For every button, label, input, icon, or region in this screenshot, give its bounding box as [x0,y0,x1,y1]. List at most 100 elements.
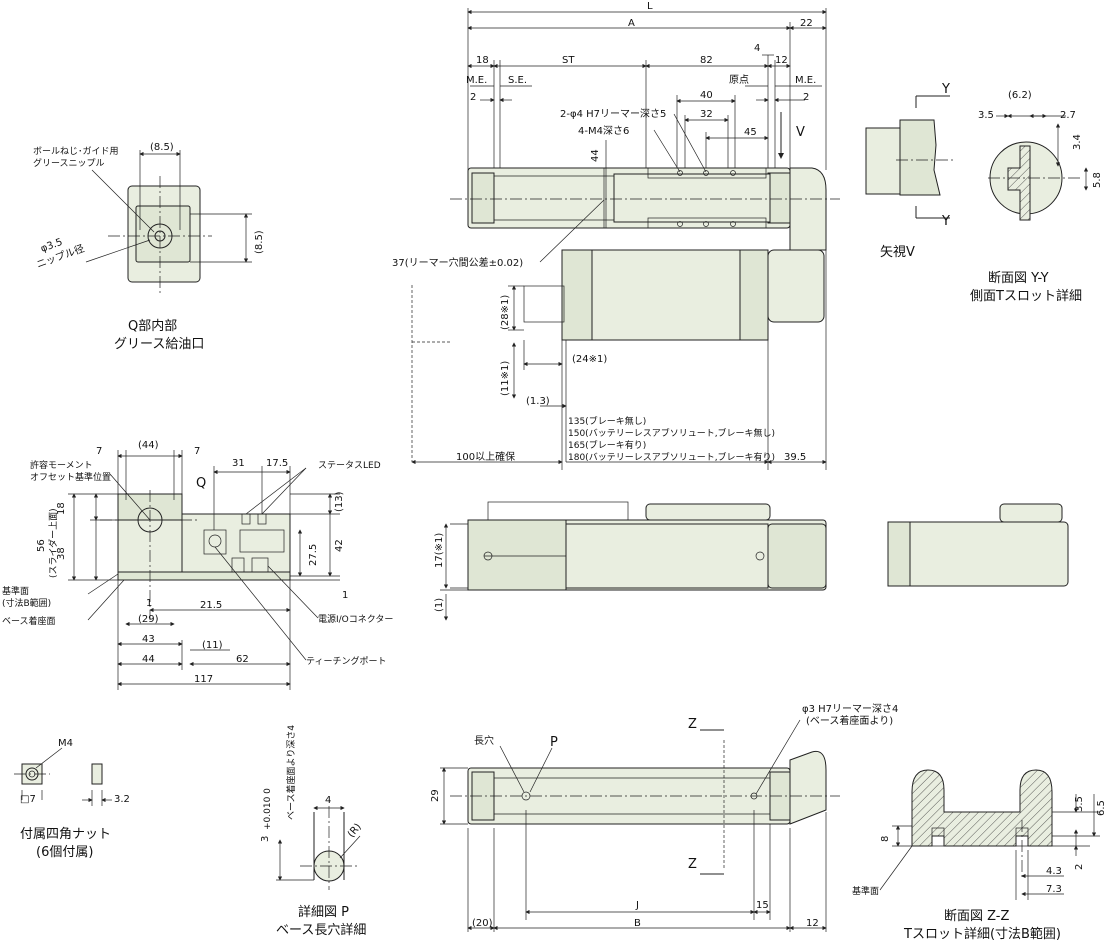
label-base-face: 基準面 [852,885,879,897]
dim-40: 40 [700,90,713,101]
dim-4: 4 [754,43,760,54]
label-q-subtitle: グリース給油口 [114,337,204,352]
dim-2-right: 2 [803,92,809,103]
dim-11: (11※1) [500,361,511,396]
dim-29-bottom: 29 [430,789,441,802]
label-view-v: 矢視V [880,245,915,260]
section-yy [988,113,1089,221]
label-nut-qty: (6個付属) [36,845,93,860]
note-reamer-tol: 37(リーマー穴間公差±0.02) [392,256,523,269]
note-reamer-hole: 2-φ4 H7リーマー深さ5 [560,108,666,120]
label-section-yy: 断面図 Y-Y [988,271,1049,286]
dim-7-left: 7 [96,446,102,457]
label-z-bottom: Z [688,857,697,872]
dim-B: B [634,918,641,929]
note-m4-hole: 4-M4深さ6 [578,125,629,137]
dim-28: (28※1) [500,295,511,330]
dim-2-zz: 2 [1074,864,1085,870]
dim-4-detail: 4 [325,795,331,806]
label-grease-nipple-2: グリースニップル [33,157,105,169]
view-v [865,95,956,219]
label-se: S.E. [508,75,527,86]
dim-100-clearance: 100以上確保 [456,450,515,463]
label-q-marker: Q [196,476,206,491]
dim-1-side: (1) [434,598,445,612]
dim-17-5: 17.5 [266,458,288,469]
label-power-connector: 電源I/Oコネクター [318,614,393,625]
dim-3-4: 3.4 [1072,134,1083,150]
label-moment-2: オフセット基準位置 [30,471,111,483]
label-base-seat: ベース着座面 [2,615,56,627]
note-phi3: φ3 H7リーマー深さ4 [802,703,898,715]
dim-27-5: 27.5 [308,544,319,566]
dim-17-side: 17(※1) [434,533,445,568]
top-view [411,8,840,470]
dim-62: 62 [236,654,249,665]
dim-21-5: 21.5 [200,600,222,611]
dim-6-5: 6.5 [1096,800,1107,816]
dim-2-7: 2.7 [1060,110,1076,121]
dim-6-2: (6.2) [1008,90,1032,101]
dim-12: 12 [775,55,788,66]
dim-J: J [635,900,639,911]
dim-56: 56 [36,539,47,552]
label-m4: M4 [58,738,73,749]
label-p-marker: P [550,735,558,750]
label-long-hole: 長穴 [474,734,494,747]
label-teaching-port: ティーチングポート [306,655,386,667]
dim-15: 15 [756,900,769,911]
dim-38: 38 [56,547,67,560]
dim-18: 18 [476,55,489,66]
label-section-zz: 断面図 Z-Z [944,909,1010,924]
len-180: 180(バッテリーレスアブソリュート,ブレーキ有り) [568,451,775,463]
dim-tolerance: +0.010 0 [263,788,273,830]
dim-8: 8 [880,836,891,842]
label-y-bottom: Y [941,214,950,229]
label-me-left: M.E. [466,75,487,86]
dim-ST: ST [562,55,575,66]
dim-8-5-side: (8.5) [254,230,265,254]
dim-42: 42 [334,539,345,552]
dim-44-top: 44 [590,149,601,162]
view-arrow-v: V [796,125,805,140]
end-view [68,450,340,690]
section-zz [879,769,1100,900]
label-square-nut: 付属四角ナット [20,827,111,842]
square-nut [14,747,112,806]
note-depth: ベース着座面より深さ4 [285,725,297,820]
dim-39-5: 39.5 [784,452,806,463]
bottom-view [440,719,840,932]
dim-45: 45 [744,127,757,138]
label-detail-p: 詳細図 P [298,904,349,920]
len-165: 165(ブレーキ有り) [568,439,646,451]
dim-L: L [647,1,653,12]
label-status-led: ステータスLED [318,460,381,471]
dim-11-end: (11) [202,640,223,651]
label-grease-nipple: ボールねじ･ガイド用 [33,146,119,157]
label-ref-face-range: (寸法B範囲) [2,597,51,609]
dim-32: 32 [700,109,713,120]
label-origin: 原点 [729,74,749,86]
dim-8-5-top: (8.5) [150,142,174,153]
dim-5-8: 5.8 [1092,172,1103,188]
note-phi3-base: (ベース着座面より) [806,714,893,727]
dim-31: 31 [232,458,245,469]
dim-3-5: 3.5 [978,110,994,121]
side-view [440,501,1069,621]
dim-4-3: 4.3 [1046,866,1062,877]
detail-p [276,805,361,890]
label-y-top: Y [941,82,950,97]
len-150: 150(バッテリーレスアブソリュート,ブレーキ無し) [568,427,775,439]
dim-depth-3: 3 [260,836,271,842]
label-ref-face: 基準面 [2,585,29,597]
dim-117: 117 [194,674,213,685]
dim-1-3: (1.3) [526,396,550,407]
label-q-title: Q部内部 [128,318,177,334]
dim-A: A [628,18,635,29]
dim-7-right: 7 [194,446,200,457]
q-detail [85,150,252,294]
dim-13-end: (13) [334,491,345,512]
dim-12-bottom: 12 [806,918,819,929]
label-moment-1: 許容モーメント [30,459,93,471]
